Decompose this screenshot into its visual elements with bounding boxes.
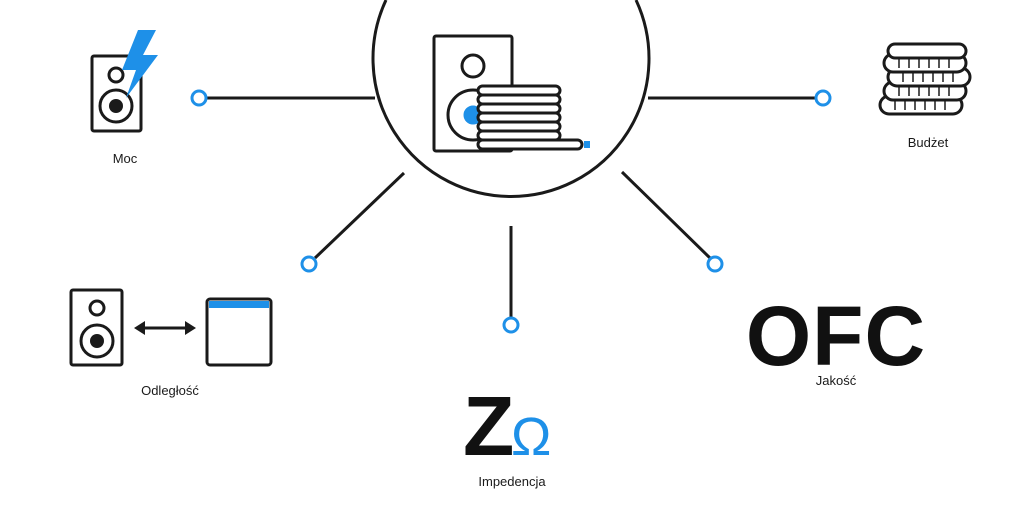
connector-jakosc (620, 170, 712, 260)
label-impedencja: Impedencja (478, 474, 546, 489)
label-odleglosc: Odległość (141, 383, 199, 398)
speaker-with-cable-coil-icon (432, 34, 590, 153)
z-omega-icon: Z Ω (463, 379, 551, 473)
coin-stack-icon (878, 42, 972, 116)
ofc-text: OFC (745, 289, 927, 383)
node-dot-jakosc (706, 255, 724, 273)
coin-ridges (894, 58, 954, 110)
double-arrow-icon (134, 321, 196, 335)
speaker-lightning-icon (90, 30, 158, 133)
z-letter: Z (463, 379, 514, 473)
label-budzet: Budżet (907, 135, 949, 150)
node-dot-moc (190, 89, 208, 107)
node-dot-odleglosc (300, 255, 318, 273)
label-jakosc: Jakość (815, 373, 857, 388)
node-dot-budzet (814, 89, 832, 107)
lightning-bolt-icon (122, 30, 158, 98)
label-moc: Moc (112, 151, 138, 166)
speaker-distance-amplifier-icon (69, 288, 273, 367)
omega-symbol: Ω (511, 407, 551, 467)
node-dot-impedencja (502, 316, 520, 334)
connector-odleglosc (313, 171, 406, 260)
hub-circle (371, 0, 651, 198)
